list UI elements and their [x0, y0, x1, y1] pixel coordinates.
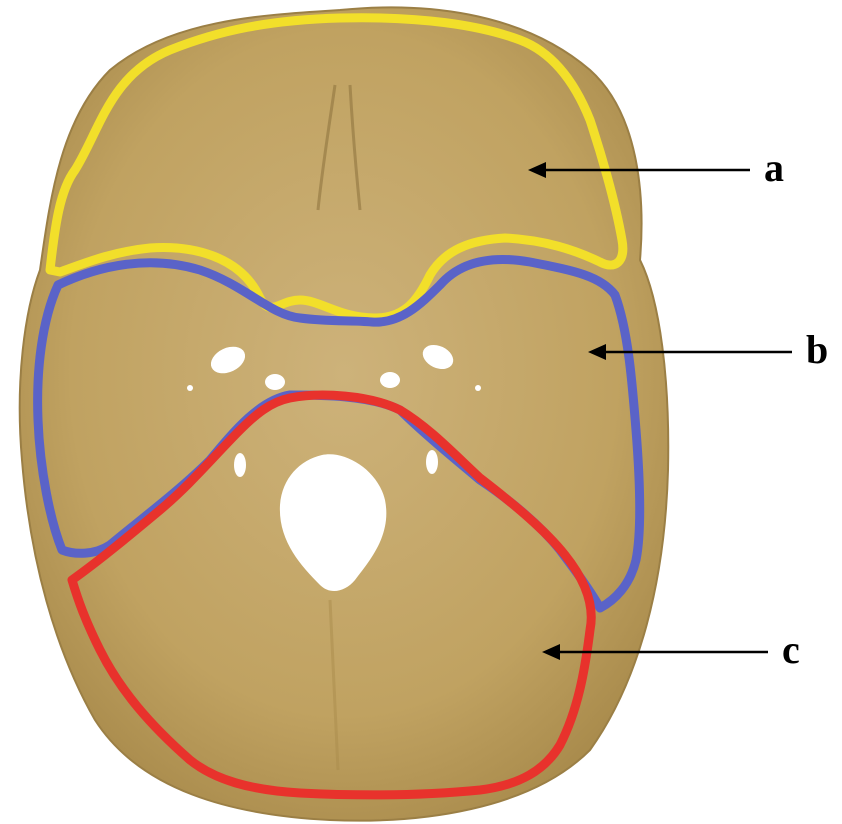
label-b: b: [806, 330, 828, 370]
foramen-left-small: [187, 385, 193, 391]
jugular-right: [426, 450, 438, 474]
skull-outline: [20, 7, 669, 820]
foramen-left-mid: [265, 374, 285, 390]
label-c: c: [782, 630, 800, 670]
jugular-left: [234, 453, 246, 477]
foramen-right-small: [475, 385, 481, 391]
label-a: a: [764, 148, 784, 188]
foramen-right-mid: [380, 372, 400, 388]
